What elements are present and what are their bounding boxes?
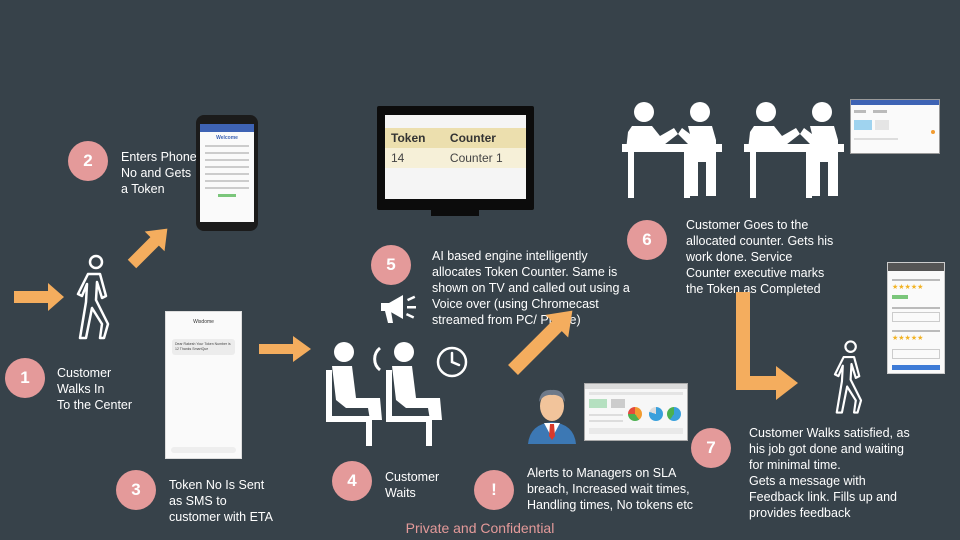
counter-app-screenshot bbox=[850, 99, 940, 154]
clock-icon bbox=[435, 345, 469, 379]
service-counter-2-icon bbox=[744, 100, 854, 200]
alert-text: Alerts to Managers on SLA breach, Increa… bbox=[527, 465, 693, 513]
step-7-badge: 7 bbox=[691, 428, 731, 468]
walking-person-exit-icon bbox=[826, 338, 870, 416]
tv-col-counter: Counter bbox=[444, 128, 526, 148]
arrow-enter bbox=[14, 283, 74, 313]
manager-avatar-icon bbox=[526, 386, 578, 444]
arrow-to-engine bbox=[505, 300, 595, 390]
step-1-text: Customer Walks In To the Center bbox=[57, 365, 132, 413]
tv-counter-value: Counter 1 bbox=[444, 148, 526, 168]
step-6-text: Customer Goes to the allocated counter. … bbox=[686, 217, 833, 297]
sms-phone-screen: Wisdome Dear Rakesh Your Token Number is… bbox=[165, 311, 242, 459]
token-phone-screen: Welcome bbox=[200, 124, 254, 222]
rating-stars-2: ★★★★★ bbox=[892, 335, 940, 343]
sms-message: Dear Rakesh Your Token Number is 12 Than… bbox=[172, 339, 235, 355]
token-table: Token Counter 14 Counter 1 bbox=[385, 128, 526, 168]
tv-display: Token Counter 14 Counter 1 bbox=[377, 106, 534, 210]
arrow-to-exit bbox=[732, 292, 812, 402]
token-phone-title: Welcome bbox=[200, 132, 254, 141]
rating-stars-1: ★★★★★ bbox=[892, 284, 940, 292]
step-4-badge: 4 bbox=[332, 461, 372, 501]
step-3-text: Token No Is Sent as SMS to customer with… bbox=[169, 477, 273, 525]
megaphone-icon bbox=[377, 293, 421, 325]
step-2-text: Enters Phone No and Gets a Token bbox=[121, 149, 197, 197]
step-1-badge: 1 bbox=[5, 358, 45, 398]
step-2-badge: 2 bbox=[68, 141, 108, 181]
manager-dashboard-screenshot bbox=[584, 383, 688, 441]
footer-confidential: Private and Confidential bbox=[0, 520, 960, 536]
service-counter-1-icon bbox=[622, 100, 732, 200]
feedback-phone-screen: ★★★★★ ★★★★★ bbox=[887, 262, 945, 374]
tv-screen: Token Counter 14 Counter 1 bbox=[385, 115, 526, 199]
step-6-badge: 6 bbox=[627, 220, 667, 260]
step-7-text: Customer Walks satisfied, as his job got… bbox=[749, 425, 910, 521]
walking-person-icon bbox=[68, 252, 118, 342]
tv-stand bbox=[431, 210, 479, 216]
arrow-to-waiting bbox=[259, 336, 319, 366]
alert-badge: ! bbox=[474, 470, 514, 510]
arrow-to-phone bbox=[132, 220, 192, 280]
step-5-badge: 5 bbox=[371, 245, 411, 285]
waiting-customers-icon bbox=[322, 340, 452, 450]
tv-token-value: 14 bbox=[385, 148, 444, 168]
sms-phone-title: Wisdome bbox=[166, 312, 241, 325]
tv-col-token: Token bbox=[385, 128, 444, 148]
step-4-text: Customer Waits bbox=[385, 469, 439, 501]
token-phone: Welcome bbox=[196, 115, 258, 231]
step-3-badge: 3 bbox=[116, 470, 156, 510]
dashboard-chart-icon bbox=[628, 407, 642, 421]
